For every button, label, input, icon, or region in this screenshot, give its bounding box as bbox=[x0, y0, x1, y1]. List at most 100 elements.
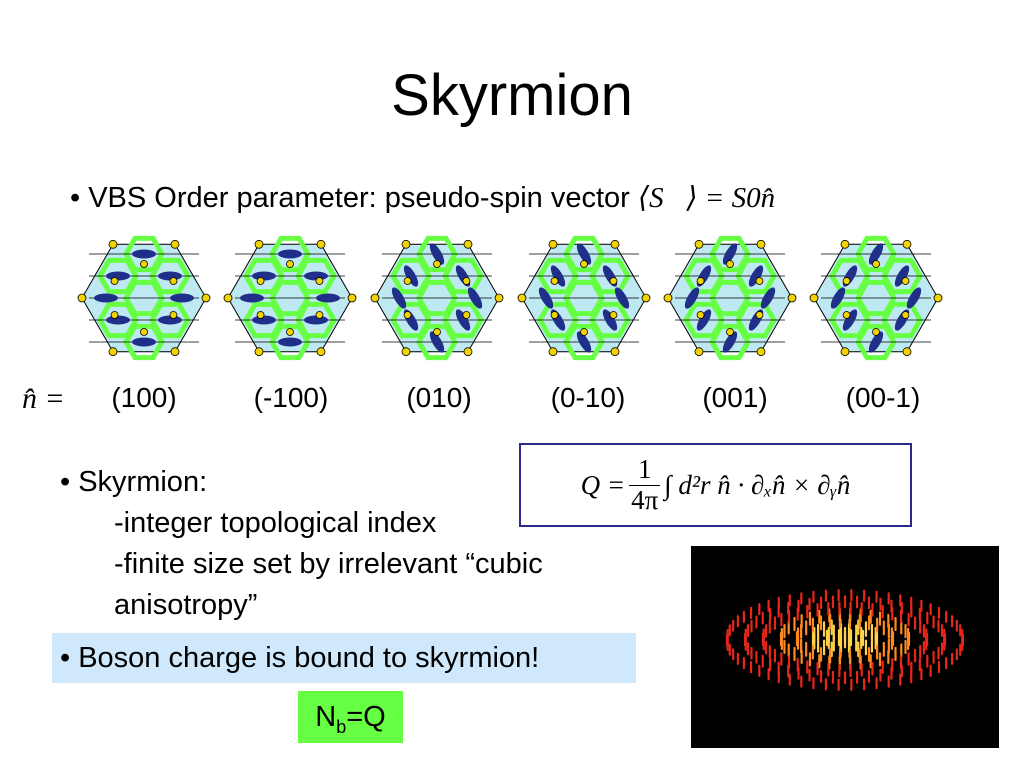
lattice-site bbox=[463, 347, 473, 357]
skyrmion-point-2-cont: anisotropy” bbox=[114, 589, 258, 621]
lattice-site bbox=[170, 347, 180, 357]
boson-charge-bullet: • Boson charge is bound to skyrmion! bbox=[52, 633, 636, 683]
formula-numerator: 1 bbox=[629, 454, 661, 486]
lattice-site bbox=[254, 347, 264, 357]
lattice-site bbox=[517, 293, 527, 303]
lattice-site bbox=[609, 311, 618, 319]
dimer-ellipse bbox=[455, 309, 471, 331]
lattice-site bbox=[580, 328, 588, 336]
lattice-site bbox=[315, 277, 324, 285]
dimer-ellipse bbox=[304, 315, 328, 325]
lattice-site bbox=[316, 347, 326, 357]
lattice-site bbox=[609, 277, 618, 285]
skyrmion-spin-texture-image bbox=[691, 546, 999, 748]
lattice-site bbox=[663, 293, 673, 303]
dimer-ellipse bbox=[576, 331, 592, 353]
lattice-site bbox=[256, 277, 265, 285]
dimer-ellipse bbox=[316, 293, 340, 303]
lattice-site bbox=[840, 239, 850, 249]
dimer-ellipse bbox=[722, 243, 738, 265]
dimer-ellipse bbox=[684, 287, 700, 309]
lattice-site bbox=[110, 311, 119, 319]
lattice-site bbox=[550, 311, 559, 319]
dimer-ellipse bbox=[94, 293, 118, 303]
dimer-ellipse bbox=[760, 287, 776, 309]
lattice-site bbox=[872, 260, 880, 268]
dimer-ellipse bbox=[550, 265, 566, 287]
lattice-site bbox=[840, 347, 850, 357]
dimer-ellipse bbox=[252, 271, 276, 281]
nbq-rest: =Q bbox=[346, 701, 386, 733]
dimer-ellipse bbox=[538, 287, 554, 309]
lattice-site bbox=[787, 293, 797, 303]
direction-label-100: (100) bbox=[111, 382, 177, 413]
lattice-site bbox=[401, 347, 411, 357]
direction-label-00minus1: (00-1) bbox=[845, 382, 921, 413]
lattice-site bbox=[696, 277, 705, 285]
lattice-site bbox=[933, 293, 943, 303]
lattice-site bbox=[169, 277, 178, 285]
lattice-site bbox=[201, 293, 211, 303]
lattice-site bbox=[641, 293, 651, 303]
vbs-lattice-row bbox=[77, 235, 943, 361]
dimer-ellipse bbox=[894, 265, 910, 287]
lattice-site bbox=[610, 239, 620, 249]
lattice-site bbox=[902, 347, 912, 357]
lattice-site bbox=[842, 277, 851, 285]
formula-fraction: 1 4π bbox=[629, 454, 661, 515]
lattice-site bbox=[108, 347, 118, 357]
lattice-site bbox=[756, 347, 766, 357]
dimer-ellipse bbox=[696, 309, 712, 331]
dimer-ellipse bbox=[602, 309, 618, 331]
dimer-ellipse bbox=[868, 331, 884, 353]
lattice-site bbox=[756, 239, 766, 249]
dimer-ellipse bbox=[429, 243, 445, 265]
lattice-site bbox=[110, 277, 119, 285]
n-hat-label: n̂ = bbox=[22, 382, 65, 415]
lattice-site bbox=[403, 277, 412, 285]
dimer-ellipse bbox=[830, 287, 846, 309]
skyrmion-point-2: -finite size set by irrelevant “cubic bbox=[114, 548, 543, 580]
lattice-site bbox=[286, 328, 294, 336]
direction-label-001: (001) bbox=[702, 382, 768, 413]
lattice-site bbox=[433, 328, 441, 336]
lattice-site bbox=[809, 293, 819, 303]
dimer-ellipse bbox=[906, 287, 922, 309]
dimer-ellipse bbox=[278, 249, 302, 259]
dimer-ellipse bbox=[467, 287, 483, 309]
dimer-ellipse bbox=[304, 271, 328, 281]
direction-label-010: (010) bbox=[406, 382, 472, 413]
lattice-site bbox=[256, 311, 265, 319]
lattice-site bbox=[494, 293, 504, 303]
lattice-site bbox=[694, 239, 704, 249]
dimer-ellipse bbox=[429, 331, 445, 353]
dimer-ellipse bbox=[132, 249, 156, 259]
lattice-4 bbox=[663, 235, 797, 361]
dimer-ellipse bbox=[278, 337, 302, 347]
dimer-ellipse bbox=[170, 293, 194, 303]
lattice-site bbox=[755, 311, 764, 319]
dimer-ellipse bbox=[614, 287, 630, 309]
dimer-ellipse bbox=[722, 331, 738, 353]
lattice-site bbox=[433, 260, 441, 268]
dimer-ellipse bbox=[391, 287, 407, 309]
dimer-ellipse bbox=[106, 271, 130, 281]
lattice-5 bbox=[809, 235, 943, 361]
dimer-ellipse bbox=[252, 315, 276, 325]
dimer-ellipse bbox=[403, 265, 419, 287]
lattice-site bbox=[550, 277, 559, 285]
lattice-site bbox=[610, 347, 620, 357]
lattice-site bbox=[370, 293, 380, 303]
lattice-site bbox=[842, 311, 851, 319]
formula-lhs: Q = bbox=[580, 469, 626, 500]
lattice-site bbox=[347, 293, 357, 303]
lattice-site bbox=[902, 239, 912, 249]
formula-denominator: 4π bbox=[631, 484, 659, 515]
lattice-site bbox=[694, 347, 704, 357]
lattice-site bbox=[254, 239, 264, 249]
nbq-sub: b bbox=[336, 716, 347, 737]
lattice-site bbox=[901, 311, 910, 319]
lattice-site bbox=[580, 260, 588, 268]
nb-equals-q-badge: Nb=Q bbox=[298, 691, 403, 743]
lattice-site bbox=[726, 328, 734, 336]
